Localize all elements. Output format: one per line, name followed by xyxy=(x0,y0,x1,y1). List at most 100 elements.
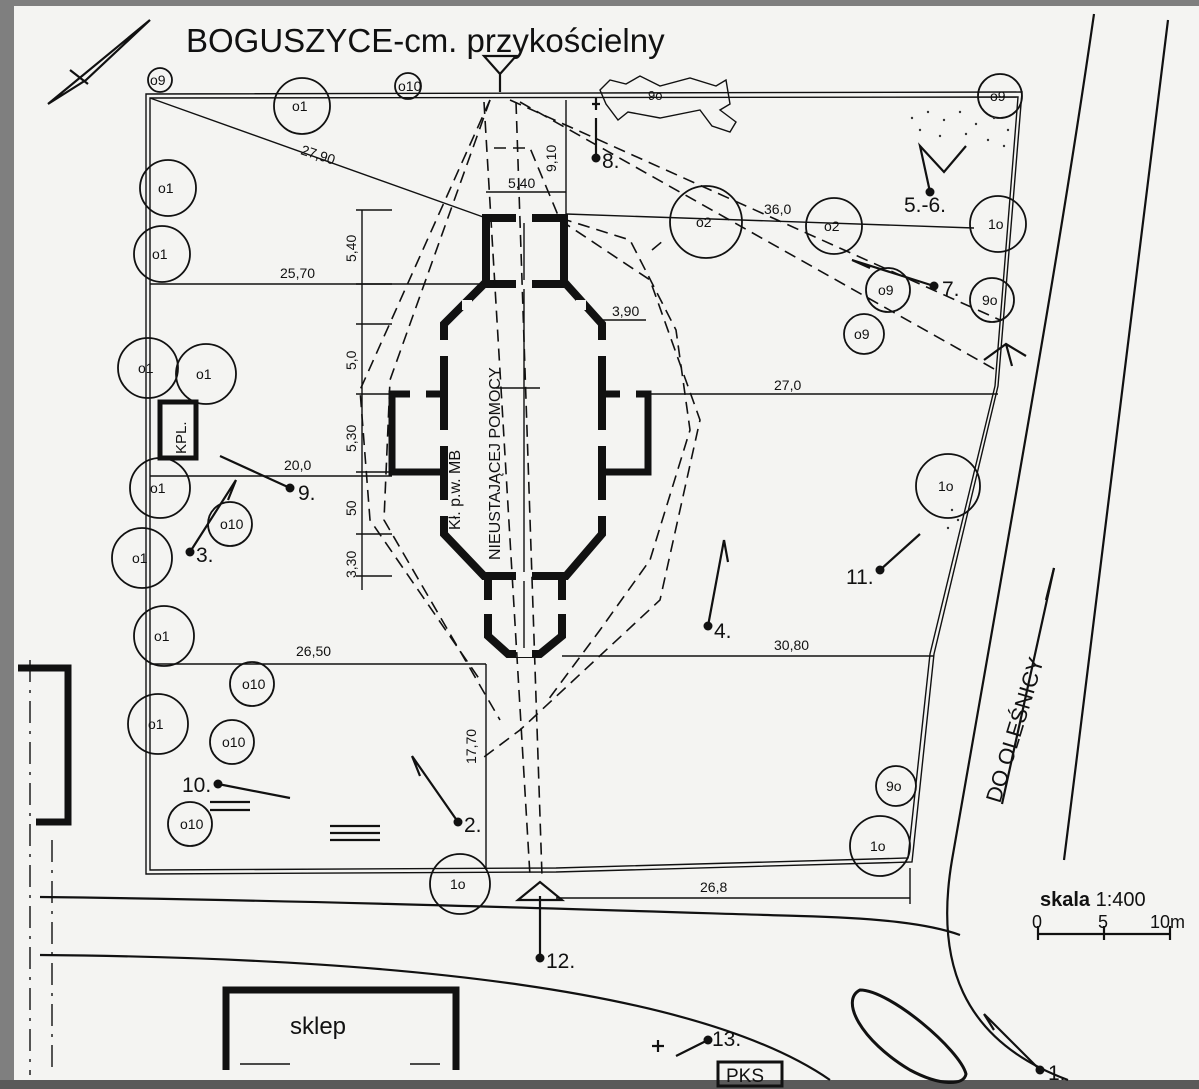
tree-label: o10 xyxy=(222,734,246,750)
paper-sheet xyxy=(14,6,1199,1084)
point-12: 12. xyxy=(546,950,575,973)
road-edge-bottom xyxy=(39,953,831,1081)
tree-label: o10 xyxy=(180,816,204,832)
point-10: 10. xyxy=(182,774,211,797)
point-7: 7. xyxy=(942,278,960,301)
tree-circle xyxy=(209,719,255,765)
shrub-stipple xyxy=(910,110,1010,530)
tree-label: o1 xyxy=(152,246,168,262)
dim-5-30: 5,30 xyxy=(343,425,359,452)
tree-circle xyxy=(805,197,863,255)
tree-circle xyxy=(127,693,189,755)
tree-label: o1 xyxy=(154,628,170,644)
tree-circle xyxy=(669,185,743,259)
tree-circle xyxy=(429,853,491,915)
tree-label: o1 xyxy=(148,716,164,732)
tree-label: o9 xyxy=(854,326,870,342)
tree-circle xyxy=(969,277,1015,323)
tree-circle xyxy=(147,67,173,93)
tree-label: o10 xyxy=(220,516,244,532)
road-edge-top xyxy=(39,895,961,937)
dim-9-10: 9,10 xyxy=(543,145,559,172)
bottom-edge xyxy=(0,1080,1199,1089)
tree-circle xyxy=(977,73,1023,119)
shop-label: sklep xyxy=(290,1013,346,1040)
tree-circle xyxy=(139,159,197,217)
scale-bar: skala 1:400 0 5 10m xyxy=(1032,889,1185,940)
traffic-island xyxy=(850,988,968,1085)
point-11: 11. xyxy=(846,566,874,589)
scale-label-bold: skala xyxy=(1040,889,1091,911)
scale-tick-10m: 10m xyxy=(1150,912,1185,932)
tree-circle xyxy=(969,195,1027,253)
kpl-label: KPL. xyxy=(173,421,190,454)
scale-label: skala 1:400 xyxy=(1040,889,1146,911)
dim-5-40-side: 5,40 xyxy=(343,235,359,262)
tree-circle xyxy=(394,72,422,100)
tree-circle xyxy=(273,77,331,135)
scale-label-ratio: 1:400 xyxy=(1090,889,1146,911)
cross-marks xyxy=(592,98,664,1052)
point-9: 9. xyxy=(298,482,316,505)
point-1: 1. xyxy=(1048,1062,1066,1085)
north-arrow-icon xyxy=(47,19,151,105)
tree-label: o9 xyxy=(878,282,894,298)
plan-title: BOGUSZYCE-cm. przykościelny xyxy=(186,22,665,59)
tree-label: 1o xyxy=(988,216,1004,232)
dim-27-0: 27,0 xyxy=(774,377,801,393)
scale-tick-5: 5 xyxy=(1098,912,1108,932)
point-8: 8. xyxy=(602,150,620,173)
road-edge-right xyxy=(1062,19,1170,861)
dim-20-0: 20,0 xyxy=(284,457,311,473)
tree-label: o1 xyxy=(132,550,148,566)
church-label-line1: Kł. p.w. MB xyxy=(447,450,464,530)
tree-label: o9 xyxy=(150,72,166,88)
dashed-paths xyxy=(359,99,1001,877)
dim-25-70: 25,70 xyxy=(280,265,315,281)
church-building xyxy=(388,214,652,658)
tree-circle xyxy=(915,453,981,519)
tree-label: o2 xyxy=(824,218,840,234)
ruin-label: 9o xyxy=(648,88,662,103)
scale-tick-0: 0 xyxy=(1032,912,1042,932)
tree-label: 9o xyxy=(982,292,998,308)
dim-5-0: 5,0 xyxy=(343,350,359,370)
dim-50: 50 xyxy=(343,500,359,516)
dim-5-40-top: 5,40 xyxy=(508,175,535,191)
point-4: 4. xyxy=(714,620,732,643)
point-2: 2. xyxy=(464,814,482,837)
tree-circle xyxy=(133,605,195,667)
tree-circle xyxy=(843,313,885,355)
cemetery-boundary xyxy=(145,91,1023,875)
tree-label: o1 xyxy=(150,480,166,496)
shop-building xyxy=(222,986,460,1070)
tree-circle xyxy=(111,527,173,589)
tree-label: o2 xyxy=(696,214,712,230)
ruin-sketch xyxy=(599,75,737,133)
direction-arrow xyxy=(1000,567,1056,805)
dim-26-50: 26,50 xyxy=(296,643,331,659)
tree-label: o9 xyxy=(990,88,1006,104)
viewpoint-arrows xyxy=(189,54,1041,1071)
church-label-line2: NIEUSTAJĄCEJ POMOCY xyxy=(487,367,504,560)
tree-label: 1o xyxy=(450,876,466,892)
point-3: 3. xyxy=(196,544,214,567)
tree-label: 1o xyxy=(870,838,886,854)
dim-3-30: 3,30 xyxy=(343,551,359,578)
dim-36-0: 36,0 xyxy=(764,201,791,217)
tree-label: o1 xyxy=(138,360,154,376)
tree-label: 9o xyxy=(886,778,902,794)
tree-circle xyxy=(117,337,179,399)
bus-stop-label: PKS xyxy=(726,1066,764,1087)
dim-17-70: 17,70 xyxy=(463,729,479,764)
dim-26-8: 26,8 xyxy=(700,879,727,895)
tree-label: o1 xyxy=(158,180,174,196)
tree-circle xyxy=(175,343,237,405)
dim-3-90: 3,90 xyxy=(612,303,639,319)
road-edge-left xyxy=(946,13,1096,1082)
dimension-lines xyxy=(149,97,998,904)
left-building xyxy=(18,664,72,826)
tree-circle xyxy=(133,225,191,283)
